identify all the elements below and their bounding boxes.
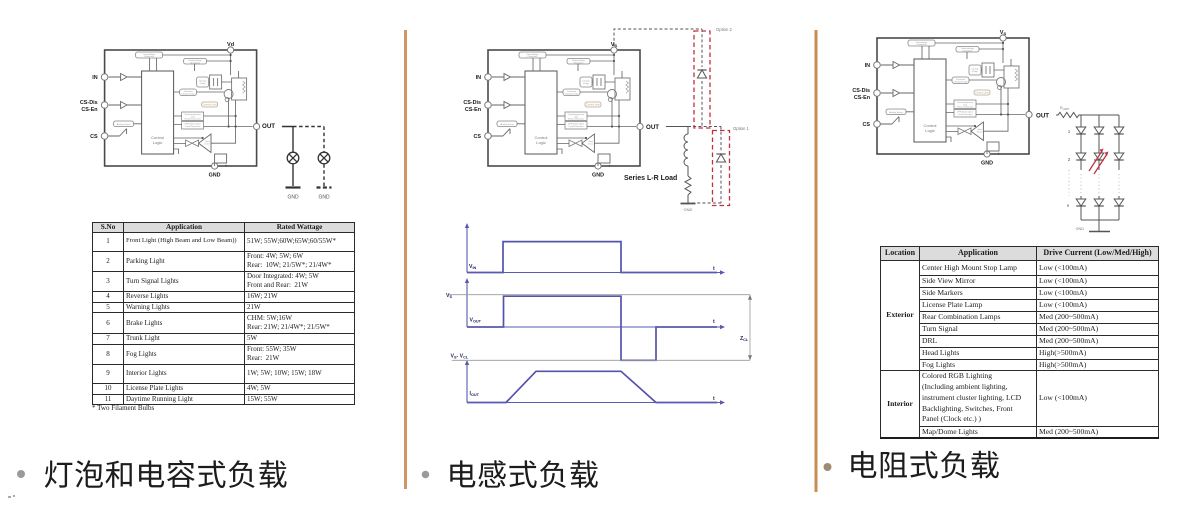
svg-text:GND: GND [1076, 227, 1085, 231]
svg-text:ZCL: ZCL [740, 336, 749, 342]
svg-text:Option 2: Option 2 [716, 27, 733, 32]
svg-text:GND: GND [287, 195, 299, 201]
svg-text:1: 1 [1068, 129, 1071, 134]
svg-text:Option 1: Option 1 [733, 126, 750, 131]
svg-text:Vd: Vd [227, 42, 235, 48]
svg-text:Series L-R Load: Series L-R Load [624, 175, 677, 182]
svg-text:t: t [713, 396, 715, 402]
svg-text:VS- VCL: VS- VCL [451, 354, 469, 360]
svg-text:VS: VS [446, 293, 452, 299]
svg-text:GND: GND [684, 207, 693, 212]
svg-text:t: t [713, 319, 715, 325]
svg-text:OUT: OUT [1036, 113, 1049, 120]
svg-text:OUT: OUT [646, 124, 659, 131]
svg-text:VS: VS [1000, 30, 1007, 36]
svg-text:2: 2 [1068, 157, 1071, 162]
svg-text:n: n [1067, 203, 1070, 208]
svg-text:GND: GND [318, 195, 330, 201]
svg-text:VIN: VIN [469, 264, 477, 270]
svg-text:IOUT: IOUT [470, 391, 480, 397]
svg-text:RLIMIT: RLIMIT [1060, 106, 1070, 111]
svg-text:VOUT: VOUT [470, 318, 482, 324]
svg-text:t: t [713, 266, 715, 272]
svg-text:OUT: OUT [262, 123, 275, 130]
